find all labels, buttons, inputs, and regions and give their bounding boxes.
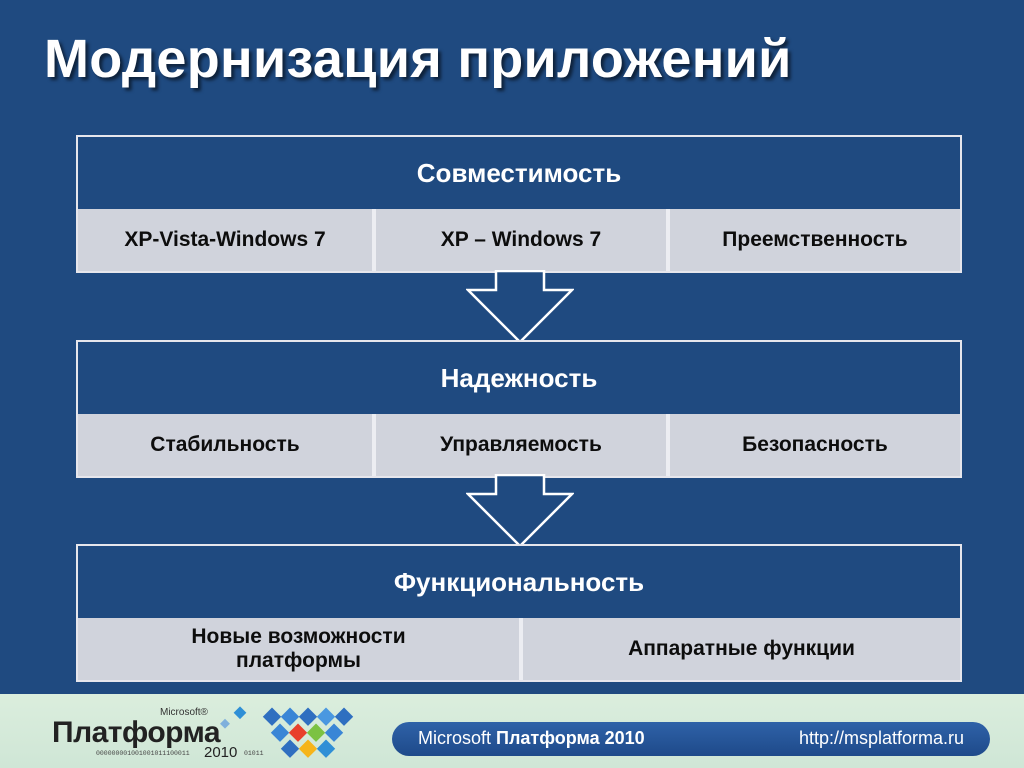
logo-microsoft-text: Microsoft®: [160, 707, 208, 718]
footer-brand-prefix: Microsoft: [418, 728, 492, 748]
block-cell: XP-Vista-Windows 7: [78, 209, 372, 271]
block-header: Функциональность: [393, 566, 645, 597]
block-cell: Безопасность: [665, 414, 960, 476]
down-arrow-icon: [466, 270, 574, 344]
block-cell: Преемственность: [665, 209, 960, 271]
logo-binary-text: 000000001001001011100011: [96, 750, 190, 757]
footer: Microsoft® Платформа 0000000010010010111…: [0, 694, 1024, 768]
slide-title: Модернизация приложений: [44, 29, 792, 89]
footer-url-link[interactable]: http://msplatforma.ru: [798, 728, 964, 748]
down-arrow-icon: [466, 474, 574, 548]
logo-cubes-icon: [220, 706, 354, 758]
logo-name: Платформа: [52, 716, 221, 749]
block-cell: Стабильность: [78, 414, 372, 476]
footer-brand: Microsoft Платформа 2010: [418, 728, 645, 749]
block-row: XP-Vista-Windows 7 XP – Windows 7 Преемс…: [78, 209, 960, 271]
footer-brand-name: Платформа 2010: [496, 728, 645, 748]
footer-banner: Microsoft Платформа 2010 http://msplatfo…: [392, 722, 990, 756]
block-cell: XP – Windows 7: [371, 209, 666, 271]
block-row: Новые возможности платформы Аппаратные ф…: [78, 618, 960, 680]
block-cell: Аппаратные функции: [519, 618, 960, 680]
reliability-block: Надежность Стабильность Управляемость Бе…: [76, 340, 962, 478]
block-header: Надежность: [440, 362, 598, 393]
compatibility-block: Совместимость XP-Vista-Windows 7 XP – Wi…: [76, 135, 962, 273]
logo-year: 2010: [204, 744, 238, 761]
block-cell: Управляемость: [371, 414, 666, 476]
block-row: Стабильность Управляемость Безопасность: [78, 414, 960, 476]
functionality-block: Функциональность Новые возможности платф…: [76, 544, 962, 682]
block-header: Совместимость: [416, 157, 622, 188]
block-cell: Новые возможности платформы: [78, 618, 519, 680]
platform-logo: Microsoft® Платформа 0000000010010010111…: [52, 704, 382, 761]
logo-binary-tail: 01011: [244, 750, 264, 757]
